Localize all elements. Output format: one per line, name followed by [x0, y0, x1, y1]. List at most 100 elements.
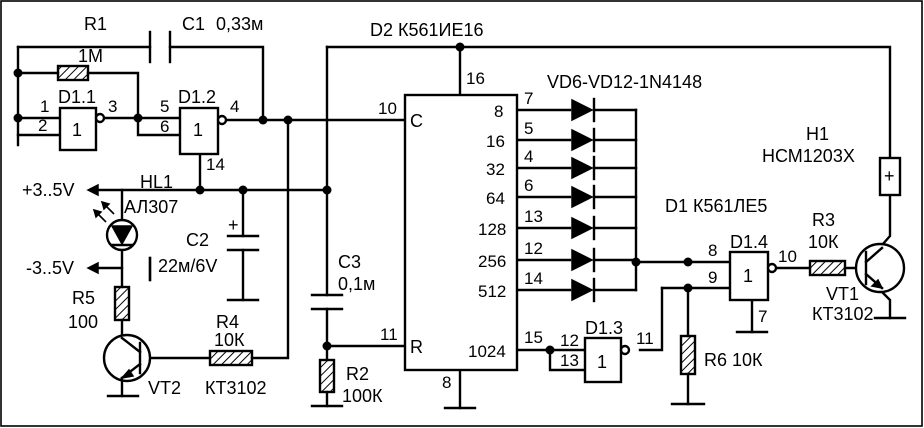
label-d1-3: D1.3 — [585, 318, 623, 338]
pin-13-d1-3: 13 — [560, 351, 579, 370]
resistor-r3 — [808, 259, 847, 277]
pin-2: 2 — [38, 116, 47, 135]
pin-4: 4 — [230, 97, 239, 116]
label-r2: R2 — [346, 364, 369, 384]
arrow-positive-supply — [86, 183, 99, 197]
label-c3-value: 0,1м — [338, 274, 375, 294]
pin-6: 6 — [160, 117, 169, 136]
counter-clock-label: C — [410, 111, 423, 131]
output-q1024-pin: 15 — [524, 328, 543, 347]
label-hl1: HL1 — [140, 172, 173, 192]
diode-vd7 — [571, 127, 596, 153]
label-d1: D1 К561ЛЕ5 — [665, 196, 767, 216]
component-labels: R1 1M C1 0,33м D2 К561ИЕ16 VD6-VD12-1N41… — [22, 14, 895, 406]
resistor-r1 — [56, 64, 90, 82]
label-h1-part: НСМ1203Х — [762, 146, 855, 166]
diode-vd6 — [571, 97, 596, 123]
buzzer-h1 — [878, 156, 902, 197]
gate-d1-1 — [58, 106, 106, 152]
transistor-vt2 — [102, 333, 152, 398]
resistor-r6 — [679, 334, 697, 376]
resistor-r2 — [318, 358, 336, 394]
diode-array — [571, 97, 596, 303]
label-vt2: VT2 — [148, 378, 181, 398]
label-r1: R1 — [84, 14, 107, 34]
output-q256-pin: 12 — [524, 239, 543, 258]
label-r3: R3 — [812, 210, 835, 230]
pin-8-d2: 8 — [442, 373, 451, 392]
pin-11-d1-3: 11 — [636, 329, 654, 348]
output-q16-label: 16 — [486, 132, 505, 151]
output-q64-label: 64 — [486, 189, 505, 208]
pin-9-d1-4: 9 — [708, 268, 717, 287]
diode-vd11 — [571, 247, 596, 273]
label-vt1: VT1 — [826, 284, 859, 304]
diode-vd10 — [571, 215, 596, 241]
gate-d1-4-symbol: 1 — [743, 266, 753, 286]
counter-reset-label: R — [410, 337, 423, 357]
pin-numbers: 1 2 3 5 6 4 14 10 16 11 8 7 8 5 16 4 32 … — [38, 69, 797, 392]
pin-16: 16 — [466, 69, 485, 88]
output-q512-pin: 14 — [524, 269, 543, 288]
output-q64-pin: 6 — [524, 176, 533, 195]
gate-d1-1-symbol: 1 — [72, 120, 82, 140]
output-q256-label: 256 — [478, 252, 506, 271]
diode-vd8 — [571, 155, 596, 181]
label-h1: H1 — [806, 124, 829, 144]
junction-dots — [13, 42, 693, 355]
capacitor-c3 — [310, 293, 344, 311]
transistor-vt1 — [854, 242, 906, 294]
label-supply-neg: -3..5V — [26, 258, 74, 278]
pin-10-d1-4: 10 — [778, 247, 797, 266]
label-c1-value: 0,33м — [216, 14, 263, 34]
gate-d1-3-symbol: 1 — [597, 352, 607, 372]
gate-d1-2-symbol: 1 — [193, 120, 203, 140]
output-q512-label: 512 — [478, 282, 506, 301]
arrow-negative-supply — [86, 261, 99, 275]
label-r4-value: 10К — [214, 330, 245, 350]
resistor-r5 — [113, 285, 131, 322]
output-q8-pin: 7 — [524, 89, 533, 108]
output-q32-pin: 4 — [524, 147, 533, 166]
label-r5-value: 100 — [68, 312, 98, 332]
pin-11-d2: 11 — [380, 325, 398, 344]
h1-plus: + — [884, 166, 895, 186]
counter-d2-body — [403, 93, 519, 372]
pin-14: 14 — [206, 155, 225, 174]
label-c2-plus: + — [228, 215, 239, 235]
pin-8-d1-4: 8 — [708, 241, 717, 260]
output-q8-label: 8 — [494, 102, 503, 121]
label-c2: C2 — [186, 230, 209, 250]
output-q1024-label: 1024 — [468, 342, 506, 361]
led-hl1 — [92, 200, 139, 252]
label-r5: R5 — [72, 288, 95, 308]
pin-10: 10 — [378, 99, 397, 118]
label-vt2-part: КТ3102 — [205, 378, 267, 398]
pin-12-d1-3: 12 — [560, 331, 579, 350]
capacitor-c1 — [148, 30, 172, 64]
label-d1-1: D1.1 — [58, 87, 96, 107]
label-d2: D2 К561ИЕ16 — [370, 20, 484, 40]
diode-vd9 — [571, 184, 596, 210]
gate-d1-3 — [583, 336, 631, 384]
gate-d1-2 — [178, 106, 228, 156]
label-vd: VD6-VD12-1N4148 — [547, 72, 702, 92]
label-vt1-part: КТ3102 — [812, 304, 874, 324]
label-d1-2: D1.2 — [178, 87, 216, 107]
output-q32-label: 32 — [486, 160, 505, 179]
label-r1-value: 1M — [78, 46, 103, 66]
label-r3-value: 10К — [808, 232, 839, 252]
label-r4: R4 — [216, 312, 239, 332]
gate-d1-4 — [728, 250, 778, 302]
pin-1: 1 — [40, 97, 49, 116]
diode-vd12 — [571, 277, 596, 303]
output-q128-label: 128 — [478, 220, 506, 239]
resistor-r4 — [208, 349, 254, 367]
label-c2-value: 22м/6V — [158, 256, 217, 276]
pin-7-d1-4: 7 — [758, 307, 767, 326]
label-supply-pos: +3..5V — [22, 180, 75, 200]
label-d1-4: D1.4 — [730, 232, 768, 252]
output-q128-pin: 13 — [524, 207, 543, 226]
